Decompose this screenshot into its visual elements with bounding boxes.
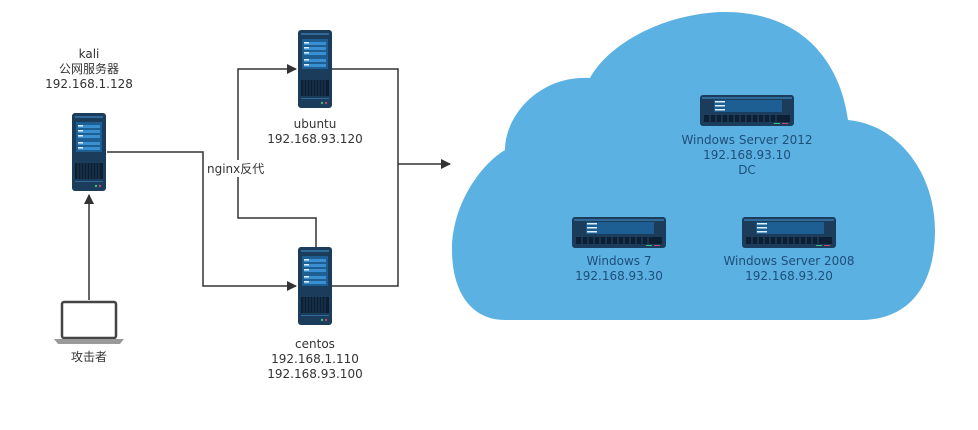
edge-ubuntu-to-bus [332, 68, 399, 287]
centos-server-icon [297, 246, 333, 326]
edge-kali-to-centos [107, 151, 297, 291]
centos-label: centos 192.168.1.110 192.168.93.100 [267, 337, 362, 382]
win2012-hostname: Windows Server 2012 [681, 133, 813, 147]
win2012-label: Windows Server 2012 192.168.93.10 DC [681, 133, 812, 178]
win7-hostname: Windows 7 [586, 254, 652, 268]
win2008-label: Windows Server 2008 192.168.93.20 [723, 254, 854, 284]
nginx-proxy-label: nginx反代 [205, 160, 267, 177]
centos-ip-internal: 192.168.93.100 [267, 367, 363, 381]
win2012-server-icon [699, 94, 795, 127]
attacker-name: 攻击者 [70, 350, 108, 364]
attacker-label: 攻击者 [71, 350, 107, 365]
kali-hostname: kali [78, 47, 100, 61]
win2008-hostname: Windows Server 2008 [723, 254, 855, 268]
kali-role: 公网服务器 [58, 62, 120, 76]
win7-ip: 192.168.93.30 [575, 269, 663, 283]
ubuntu-hostname: ubuntu [293, 117, 337, 131]
win2008-server-icon [741, 216, 837, 249]
win2012-ip: 192.168.93.10 [703, 148, 791, 162]
laptop-icon [54, 300, 124, 344]
win7-server-icon [571, 216, 667, 249]
win2008-ip: 192.168.93.20 [745, 269, 833, 283]
win2012-role: DC [738, 163, 756, 177]
kali-label: kali 公网服务器 192.168.1.128 [45, 47, 133, 92]
centos-ip-public: 192.168.1.110 [271, 352, 359, 366]
ubuntu-ip: 192.168.93.120 [267, 132, 363, 146]
kali-ip: 192.168.1.128 [45, 77, 133, 91]
win7-label: Windows 7 192.168.93.30 [575, 254, 663, 284]
ubuntu-label: ubuntu 192.168.93.120 [267, 117, 362, 147]
kali-server-icon [71, 112, 107, 192]
ubuntu-server-icon [297, 29, 333, 109]
edge-centos-to-ubuntu [237, 64, 317, 247]
centos-hostname: centos [295, 337, 335, 351]
